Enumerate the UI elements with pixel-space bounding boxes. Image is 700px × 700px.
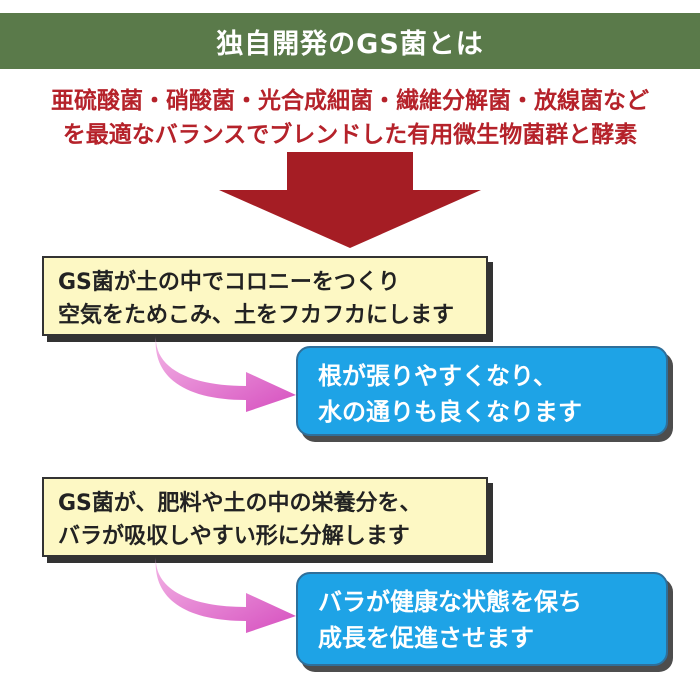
intro-text: 亜硫酸菌・硝酸菌・光合成細菌・繊維分解菌・放線菌など を最適なバランスでブレンド… xyxy=(0,84,700,152)
effect-2-line-2: 成長を促進させます xyxy=(318,624,534,652)
effect-1-line-1: 根が張りやすくなり、 xyxy=(318,362,558,390)
effect-box-2: バラが健康な状態を保ち 成長を促進させます xyxy=(296,572,668,666)
down-arrow-icon xyxy=(219,152,481,248)
effect-box-1: 根が張りやすくなり、 水の通りも良くなります xyxy=(296,346,668,436)
intro-line-2: を最適なバランスでブレンドした有用微生物菌群と酵素 xyxy=(62,122,638,148)
page-title: 独自開発のGS菌とは xyxy=(216,28,484,60)
header-bar: 独自開発のGS菌とは xyxy=(0,13,700,69)
curved-right-arrow-icon xyxy=(155,557,296,633)
cause-2-line-2: バラが吸収しやすい形に分解します xyxy=(58,524,410,549)
cause-1-line-2: 空気をためこみ、土をフカフカにします xyxy=(58,303,455,328)
cause-box-2: GS菌が、肥料や土の中の栄養分を、 バラが吸収しやすい形に分解します xyxy=(42,477,488,557)
effect-1-line-2: 水の通りも良くなります xyxy=(318,398,582,426)
effect-2-line-1: バラが健康な状態を保ち xyxy=(318,588,582,616)
intro-line-1: 亜硫酸菌・硝酸菌・光合成細菌・繊維分解菌・放線菌など xyxy=(51,88,649,114)
cause-1-line-1: GS菌が土の中でコロニーをつくり xyxy=(58,270,400,295)
cause-2-line-1: GS菌が、肥料や土の中の栄養分を、 xyxy=(58,491,422,516)
curved-right-arrow-icon xyxy=(155,336,296,412)
cause-box-1: GS菌が土の中でコロニーをつくり 空気をためこみ、土をフカフカにします xyxy=(42,256,488,336)
